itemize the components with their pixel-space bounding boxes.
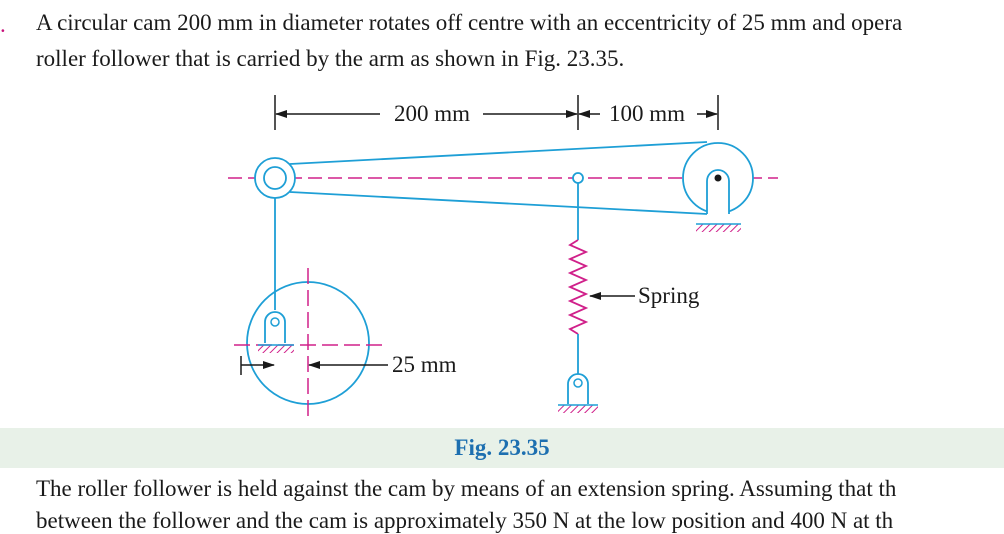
problem-text-line-2: roller follower that is carried by the a… [36,46,625,71]
arm-pivot [682,142,754,232]
spring-label: Spring [638,283,700,308]
dimension-lines [274,95,719,130]
continuation-text-line-2: between the follower and the cam is appr… [36,508,894,533]
circular-cam [234,268,384,420]
dim-100-label: 100 mm [609,101,685,126]
arm-roller-joint [254,157,296,199]
spring-anchor [558,373,598,413]
caption-band [0,428,1004,468]
figure-caption: Fig. 23.35 [454,435,550,460]
problem-text-line-1: A circular cam 200 mm in diameter rotate… [36,10,903,35]
extension-spring [567,172,589,376]
eccentricity-label: 25 mm [392,352,457,377]
cam-mechanism-figure: 200 mm 100 mm 25 mm [228,95,778,420]
problem-bullet: . [0,12,6,37]
continuation-text-line-1: The roller follower is held against the … [36,476,897,501]
follower-arm [289,141,708,215]
cam-shaft-support [258,311,294,353]
dim-200-label: 200 mm [394,101,470,126]
eccentricity-dimension [240,356,388,375]
